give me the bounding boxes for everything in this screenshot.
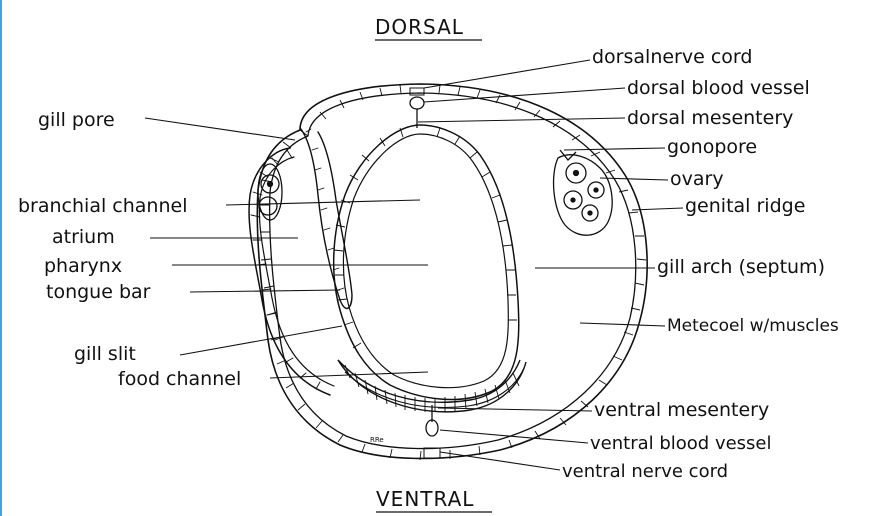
label-dorsal-nerve-cord: dorsalnerve cord bbox=[592, 46, 752, 68]
label-branchial-channel: branchial channel bbox=[18, 195, 187, 217]
leader-dorsal-mesentery bbox=[418, 118, 625, 122]
label-gill-pore: gill pore bbox=[38, 109, 115, 131]
ventral-structures bbox=[424, 405, 440, 458]
pharynx-inner bbox=[343, 134, 508, 388]
dorsal-label: DORSAL bbox=[375, 15, 464, 39]
signature: RRe bbox=[370, 436, 384, 444]
label-dorsal-mesentery: dorsal mesentery bbox=[627, 107, 793, 129]
leader-food-channel bbox=[270, 372, 428, 378]
label-gonopore: gonopore bbox=[667, 136, 757, 158]
signature-scribble: RRe bbox=[370, 436, 384, 444]
left-labels: gill pore branchial channel atrium phary… bbox=[18, 109, 241, 390]
gill-lobe-left bbox=[249, 148, 334, 395]
leader-dorsal-nerve-cord bbox=[424, 60, 590, 88]
orientation-labels: DORSAL VENTRAL bbox=[375, 15, 492, 512]
leader-branchial-channel bbox=[226, 200, 420, 205]
pharynx-wall bbox=[334, 125, 519, 399]
label-tongue-bar: tongue bar bbox=[46, 281, 151, 303]
label-ovary: ovary bbox=[670, 168, 724, 190]
ventral-label: VENTRAL bbox=[376, 487, 474, 511]
pharynx-hatching bbox=[334, 128, 517, 348]
leader-ovary bbox=[600, 178, 668, 180]
label-metacoel: Metecoel w/muscles bbox=[667, 316, 839, 336]
label-ventral-nerve-cord: ventral nerve cord bbox=[562, 461, 728, 482]
label-atrium: atrium bbox=[52, 226, 115, 248]
pharynx-outer bbox=[334, 125, 519, 399]
leader-gonopore bbox=[564, 148, 665, 150]
food-channel-band bbox=[338, 360, 526, 412]
leader-gill-slit bbox=[180, 326, 342, 355]
label-gill-arch: gill arch (septum) bbox=[657, 256, 825, 278]
label-dorsal-blood-vessel: dorsal blood vessel bbox=[627, 77, 810, 99]
leader-ventral-blood-vessel bbox=[440, 430, 588, 443]
label-ventral-blood-vessel: ventral blood vessel bbox=[590, 433, 772, 454]
leader-gill-pore bbox=[145, 118, 295, 140]
right-labels: dorsalnerve cord dorsal blood vessel dor… bbox=[562, 46, 839, 482]
label-genital-ridge: genital ridge bbox=[685, 195, 805, 217]
label-gill-slit: gill slit bbox=[74, 343, 136, 365]
label-food-channel: food channel bbox=[118, 368, 241, 390]
label-ventral-mesentery: ventral mesentery bbox=[594, 399, 769, 421]
label-pharynx: pharynx bbox=[44, 255, 122, 277]
leader-ventral-nerve-cord bbox=[440, 452, 560, 470]
right-gonad bbox=[554, 150, 613, 235]
leader-tongue-bar bbox=[190, 290, 340, 292]
leader-metacoel bbox=[580, 323, 665, 326]
